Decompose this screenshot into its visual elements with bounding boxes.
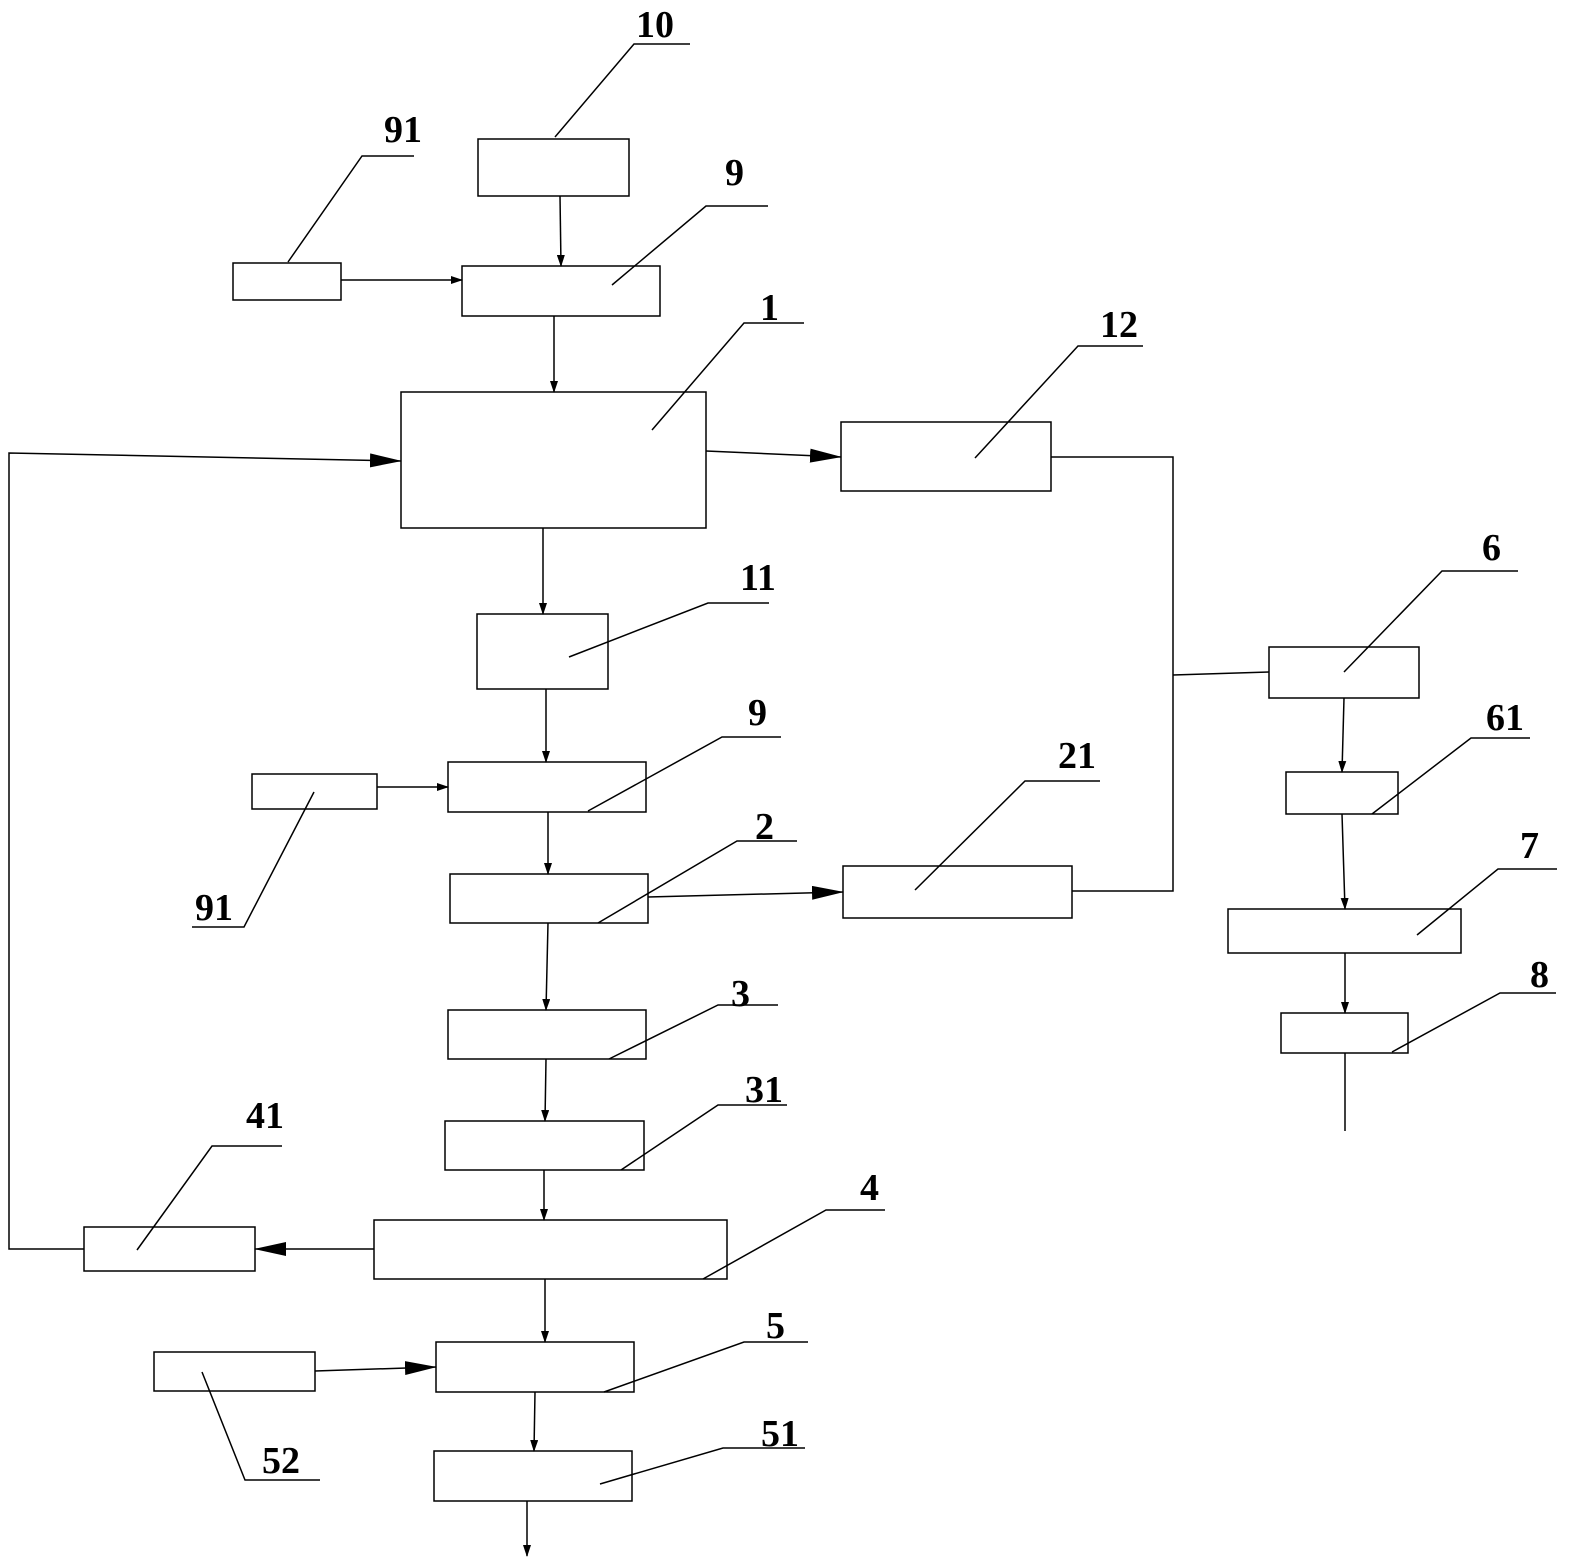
arrow-2-to-21 xyxy=(647,885,844,900)
connector-bus-to-6 xyxy=(1172,671,1270,676)
leader-7 xyxy=(1416,868,1557,936)
label-21: 21 xyxy=(1058,735,1096,777)
box-7 xyxy=(1227,908,1462,954)
leader-6 xyxy=(1343,570,1518,673)
label-2: 2 xyxy=(755,806,774,848)
box-41 xyxy=(83,1226,256,1272)
label-5: 5 xyxy=(766,1305,785,1347)
label-12: 12 xyxy=(1100,304,1138,346)
label-9-mid: 9 xyxy=(748,692,767,734)
connector-12-to-bus xyxy=(1051,456,1174,892)
leader-5 xyxy=(603,1341,808,1393)
box-52 xyxy=(153,1351,316,1392)
leader-11 xyxy=(568,602,769,658)
leader-21 xyxy=(914,780,1100,891)
box-3 xyxy=(447,1009,647,1060)
box-11 xyxy=(476,613,609,690)
box-6 xyxy=(1268,646,1420,699)
box-9-top xyxy=(461,265,661,317)
label-11: 11 xyxy=(740,557,776,599)
box-21 xyxy=(842,865,1073,919)
leader-91-mid xyxy=(192,791,315,928)
box-1 xyxy=(400,391,707,529)
leader-4 xyxy=(702,1209,885,1280)
label-9-top: 9 xyxy=(725,152,744,194)
arrow-6-to-61 xyxy=(1338,697,1347,773)
label-8: 8 xyxy=(1530,954,1549,996)
arrow-3-to-31 xyxy=(541,1058,550,1122)
leader-52 xyxy=(201,1371,320,1481)
label-61: 61 xyxy=(1486,697,1524,739)
leader-51 xyxy=(599,1447,805,1485)
arrow-1-to-12 xyxy=(705,448,842,463)
leader-2 xyxy=(597,840,797,924)
label-41: 41 xyxy=(246,1095,284,1137)
box-2 xyxy=(449,873,649,924)
box-5 xyxy=(435,1341,635,1393)
leader-91-top xyxy=(287,155,414,263)
leader-9-top xyxy=(611,205,768,286)
box-8 xyxy=(1280,1012,1409,1054)
leader-9-mid xyxy=(587,736,781,812)
leader-61 xyxy=(1371,737,1530,815)
arrow-10-to-9 xyxy=(556,195,565,267)
label-3: 3 xyxy=(731,973,750,1015)
label-7: 7 xyxy=(1520,825,1539,867)
box-31 xyxy=(444,1120,645,1171)
box-12 xyxy=(840,421,1052,492)
leader-12 xyxy=(974,345,1143,459)
arrow-5-to-51 xyxy=(530,1391,539,1452)
label-52: 52 xyxy=(262,1440,300,1482)
arrow-61-to-7 xyxy=(1340,813,1349,910)
label-1: 1 xyxy=(760,287,779,329)
label-91-top: 91 xyxy=(384,109,422,151)
label-10: 10 xyxy=(636,4,674,46)
box-9-mid xyxy=(447,761,647,813)
label-31: 31 xyxy=(745,1069,783,1111)
recycle-line-41-to-1 xyxy=(8,452,402,1250)
label-6: 6 xyxy=(1482,527,1501,569)
arrow-52-to-5 xyxy=(314,1361,437,1376)
box-91-mid xyxy=(251,773,378,810)
leader-31 xyxy=(620,1104,787,1171)
label-4: 4 xyxy=(860,1167,879,1209)
box-10 xyxy=(477,138,630,197)
arrow-2-to-3 xyxy=(542,922,551,1011)
box-61 xyxy=(1285,771,1399,815)
leader-10 xyxy=(554,43,690,138)
leader-1 xyxy=(651,322,804,431)
label-91-mid: 91 xyxy=(195,887,233,929)
leader-8 xyxy=(1391,992,1556,1053)
box-51 xyxy=(433,1450,633,1502)
box-91-top xyxy=(232,262,342,301)
leader-41 xyxy=(136,1145,282,1251)
box-4 xyxy=(373,1219,728,1280)
label-51: 51 xyxy=(761,1413,799,1455)
leader-3 xyxy=(608,1004,778,1060)
